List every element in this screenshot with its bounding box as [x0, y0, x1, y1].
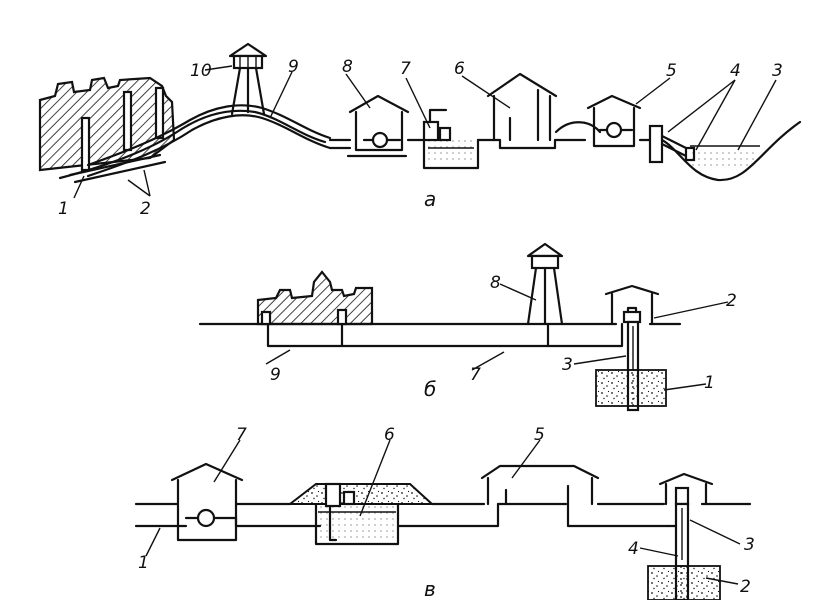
pump-station-2-a [346, 94, 410, 158]
label-2-b: 2 [726, 291, 737, 311]
caption-b: б [424, 377, 436, 401]
water-tower-b [526, 242, 564, 326]
distribution-network-b [266, 322, 550, 348]
water-main-a [86, 104, 332, 167]
leader-lines-a [73, 65, 777, 199]
label-3-c: 4 [628, 539, 639, 559]
label-1-b: 1 [704, 373, 715, 393]
water-source-river-a [660, 120, 802, 182]
aquifer-c [647, 565, 721, 600]
label-8-b: 8 [490, 273, 501, 293]
water-tower-a [228, 42, 268, 116]
label-9-a: 2 [140, 199, 151, 219]
label-8-a: 10 [190, 61, 212, 81]
leader-lines-b [265, 283, 729, 391]
pump-house-b [604, 284, 660, 326]
label-4-c: 5 [534, 425, 545, 445]
caption-a: а [424, 187, 436, 211]
label-1-a: 3 [772, 61, 783, 81]
caption-c: в [424, 577, 436, 600]
consumer-buildings-b [256, 270, 374, 326]
label-4-a: 6 [454, 59, 465, 79]
scheme-b: 8 2 3 7 9 1 б [198, 242, 737, 412]
label-3-a: 5 [666, 61, 677, 81]
label-6-a: 8 [342, 57, 353, 77]
label-7-a: 9 [288, 57, 299, 77]
scheme-a: 10 9 8 7 6 5 4 3 1 2 а [38, 42, 802, 219]
label-7-b: 7 [470, 365, 481, 385]
treatment-plant-c [480, 464, 670, 528]
pump-house-c [658, 472, 714, 506]
label-6-c: 7 [236, 425, 247, 445]
clean-water-tank-a [406, 108, 480, 170]
label-3-b: 3 [562, 355, 573, 375]
water-main-b [546, 322, 624, 348]
aquifer-b [595, 369, 667, 411]
label-2-c: 3 [744, 535, 755, 555]
leader-lines-c [145, 439, 741, 585]
distribution-network-a [68, 153, 167, 184]
treatment-plant-a [486, 72, 558, 142]
pump-station-1-a [586, 94, 642, 148]
label-5-a: 7 [400, 59, 411, 79]
terrain-a [58, 109, 327, 180]
clean-water-tank-c [287, 482, 435, 546]
label-2-a: 4 [730, 61, 741, 81]
scheme-c: 7 6 5 1 3 4 2 в [134, 425, 755, 600]
label-9-b: 9 [270, 365, 281, 385]
pump-station-2-c [170, 462, 244, 542]
label-1-c: 2 [740, 577, 751, 597]
label-5-c: 6 [384, 425, 395, 445]
label-10-a: 1 [58, 199, 69, 219]
label-7-c: 1 [138, 553, 149, 573]
